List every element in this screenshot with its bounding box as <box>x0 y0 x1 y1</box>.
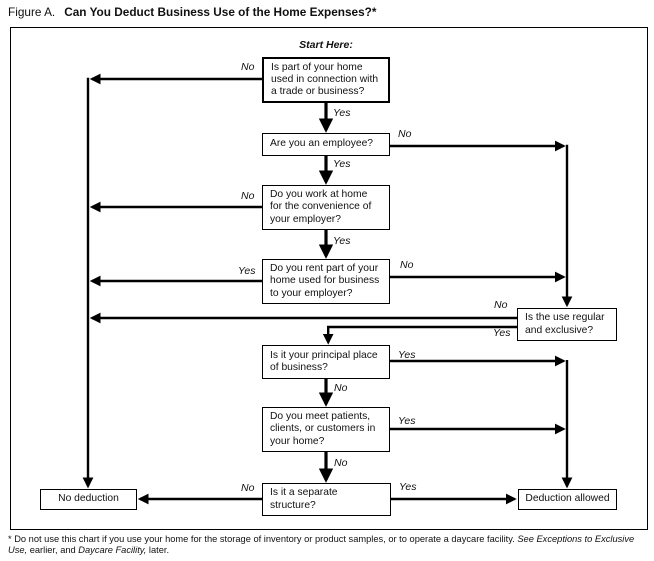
label-convenience-yes: Yes <box>333 235 351 247</box>
label-start-yes: Yes <box>333 107 351 119</box>
label-convenience-no: No <box>241 190 255 202</box>
label-principal-no: No <box>334 382 348 394</box>
label-patients-yes: Yes <box>398 415 416 427</box>
label-separate-yes: Yes <box>399 481 417 493</box>
node-patients-question: Do you meet patients,clients, or custome… <box>262 407 390 452</box>
footnote-ref-daycare: Daycare Facility, <box>78 545 147 555</box>
node-no-deduction-text: No deduction <box>58 493 119 505</box>
footnote-part1: * Do not use this chart if you use your … <box>8 534 518 544</box>
label-start-no: No <box>241 61 255 73</box>
label-employee-yes: Yes <box>333 158 351 170</box>
label-rent-no: No <box>400 259 414 271</box>
node-deduction-allowed: Deduction allowed <box>518 489 617 510</box>
footnote: * Do not use this chart if you use your … <box>8 534 650 556</box>
label-separate-no: No <box>241 482 255 494</box>
node-no-deduction: No deduction <box>40 489 137 510</box>
start-here-label: Start Here: <box>299 39 353 51</box>
label-regular-no: No <box>494 299 508 311</box>
node-employee-question: Are you an employee? <box>262 133 390 156</box>
label-rent-yes: Yes <box>238 265 256 277</box>
footnote-part3: later. <box>146 545 170 555</box>
node-deduction-allowed-text: Deduction allowed <box>525 493 610 505</box>
footnote-part2: earlier, and <box>27 545 79 555</box>
label-patients-no: No <box>334 457 348 469</box>
node-employee-text: Are you an employee? <box>270 138 374 150</box>
label-principal-yes: Yes <box>398 349 416 361</box>
label-employee-no: No <box>398 128 412 140</box>
figure-heading: Can You Deduct Business Use of the Home … <box>64 5 377 19</box>
footnote-ref-exceptions: See Exceptions to Exclusive Use, <box>8 534 635 555</box>
figure-title: Figure A. Can You Deduct Business Use of … <box>8 5 376 19</box>
figure-label: Figure A. <box>8 5 56 19</box>
node-patients-text: Do you meet patients,clients, or custome… <box>270 411 376 447</box>
label-regular-yes: Yes <box>493 327 511 339</box>
